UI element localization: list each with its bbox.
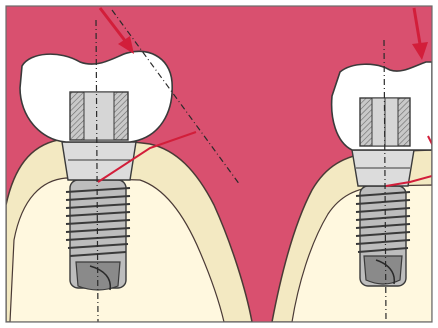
implant-left-collar [62, 142, 136, 180]
